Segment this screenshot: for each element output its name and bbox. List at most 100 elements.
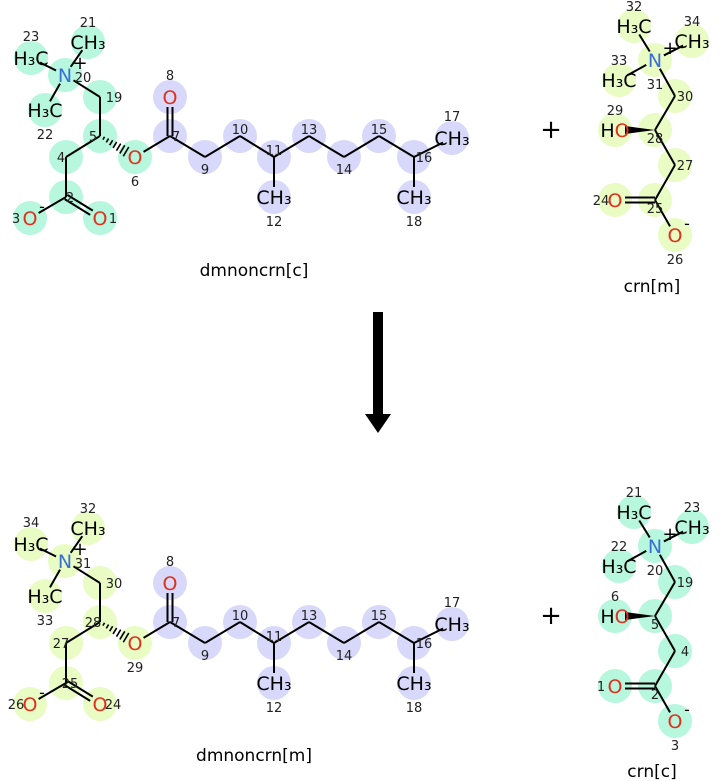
single-bond xyxy=(143,135,171,153)
single-bond xyxy=(169,621,206,644)
atom-label: CH₃ xyxy=(674,31,709,53)
single-bond xyxy=(343,621,380,644)
atom-number: 11 xyxy=(266,630,283,645)
atom-number: 7 xyxy=(172,616,180,631)
atom-number: 22 xyxy=(37,128,54,143)
atom-highlight xyxy=(71,511,105,545)
atom-label: O xyxy=(608,676,623,698)
atom-number: 14 xyxy=(336,163,353,178)
atom-number: 18 xyxy=(406,701,423,716)
atom-label: O xyxy=(608,190,623,212)
atom-highlight xyxy=(153,80,187,114)
single-bond xyxy=(239,621,275,644)
atom-label: CH₃ xyxy=(256,673,291,695)
atom-highlight xyxy=(598,669,632,703)
atom-number: 12 xyxy=(266,701,283,716)
atom-number: 29 xyxy=(607,104,624,119)
atom-highlight xyxy=(397,180,431,214)
atom-label: H₃C xyxy=(601,70,636,92)
atom-number: 15 xyxy=(371,609,388,624)
atom-highlight xyxy=(118,626,152,660)
single-bond xyxy=(638,519,651,539)
plus-sign-bottom: + xyxy=(540,601,562,631)
single-bond xyxy=(49,569,61,588)
atom-label: O xyxy=(128,147,143,169)
atom-number: 4 xyxy=(681,645,689,660)
single-bond xyxy=(654,129,676,166)
atom-highlight xyxy=(598,599,632,633)
double-bond xyxy=(66,194,94,212)
atom-number: 30 xyxy=(106,577,123,592)
atom-number: 16 xyxy=(416,637,433,652)
wedge-bond xyxy=(625,126,655,134)
atom-label: CH₃ xyxy=(70,32,105,54)
atom-label: O xyxy=(23,208,38,230)
atom-highlight xyxy=(675,510,709,544)
atom-number: 34 xyxy=(684,15,701,30)
atom-number: 27 xyxy=(677,159,694,174)
atom-number: 20 xyxy=(647,564,664,579)
atom-highlight xyxy=(118,140,152,174)
hashed-bond xyxy=(102,622,130,643)
single-bond xyxy=(273,135,310,158)
single-bond xyxy=(654,164,676,201)
atom-number: 26 xyxy=(8,698,25,713)
atom-label: CH₃ xyxy=(674,517,709,539)
atom-highlight xyxy=(28,579,62,613)
single-bond xyxy=(654,685,671,713)
single-bond xyxy=(663,44,684,57)
molecule-name-crn-m: crn[m] xyxy=(624,277,681,297)
atom-number: 19 xyxy=(106,91,123,106)
single-bond xyxy=(308,621,345,644)
atom-highlight xyxy=(602,549,636,583)
atom-highlight xyxy=(257,180,291,214)
atom-label: CH₃ xyxy=(256,187,291,209)
atom-label: N xyxy=(58,551,72,573)
atom-label: O xyxy=(163,87,178,109)
single-bond xyxy=(39,547,57,558)
single-bond xyxy=(654,199,671,227)
single-bond xyxy=(413,627,444,644)
atom-number: 17 xyxy=(444,596,461,611)
single-bond xyxy=(65,135,101,158)
single-bond xyxy=(378,621,415,644)
atom-number: 23 xyxy=(684,501,701,516)
single-bond xyxy=(654,650,676,687)
atom-number: 13 xyxy=(301,609,318,624)
atom-number: 31 xyxy=(75,557,92,572)
single-bond xyxy=(204,621,241,644)
atom-number: 33 xyxy=(611,54,628,69)
atom-charge: + xyxy=(662,38,677,59)
atom-highlight xyxy=(602,63,636,97)
atom-label: O xyxy=(93,694,108,716)
atom-highlight xyxy=(435,607,469,641)
atom-highlight xyxy=(638,529,672,563)
atom-number: 29 xyxy=(127,661,144,676)
atom-number: 4 xyxy=(57,151,65,166)
single-bond xyxy=(627,549,647,563)
single-bond xyxy=(654,615,676,652)
single-bond xyxy=(69,535,84,554)
atom-charge: - xyxy=(39,683,45,702)
atom-number: 32 xyxy=(626,0,643,15)
atom-number: 10 xyxy=(232,123,249,138)
single-bond xyxy=(204,135,241,158)
single-bond xyxy=(654,581,676,617)
atom-number: 20 xyxy=(75,71,92,86)
atom-charge: - xyxy=(39,197,45,216)
atom-label: CH₃ xyxy=(70,518,105,540)
atom-label: H₃C xyxy=(27,586,62,608)
atom-number: 33 xyxy=(37,614,54,629)
atom-number: 6 xyxy=(611,590,619,605)
atom-label: O xyxy=(668,711,683,733)
atom-number: 8 xyxy=(166,555,174,570)
atom-label: H₃C xyxy=(601,556,636,578)
atom-number: 8 xyxy=(166,69,174,84)
atom-number: 28 xyxy=(647,132,664,147)
atom-highlight xyxy=(598,113,632,147)
atom-highlight xyxy=(257,666,291,700)
reaction-arrow xyxy=(365,312,391,433)
atom-number: 21 xyxy=(626,486,643,501)
atom-highlight xyxy=(48,544,82,578)
single-bond xyxy=(69,49,84,68)
